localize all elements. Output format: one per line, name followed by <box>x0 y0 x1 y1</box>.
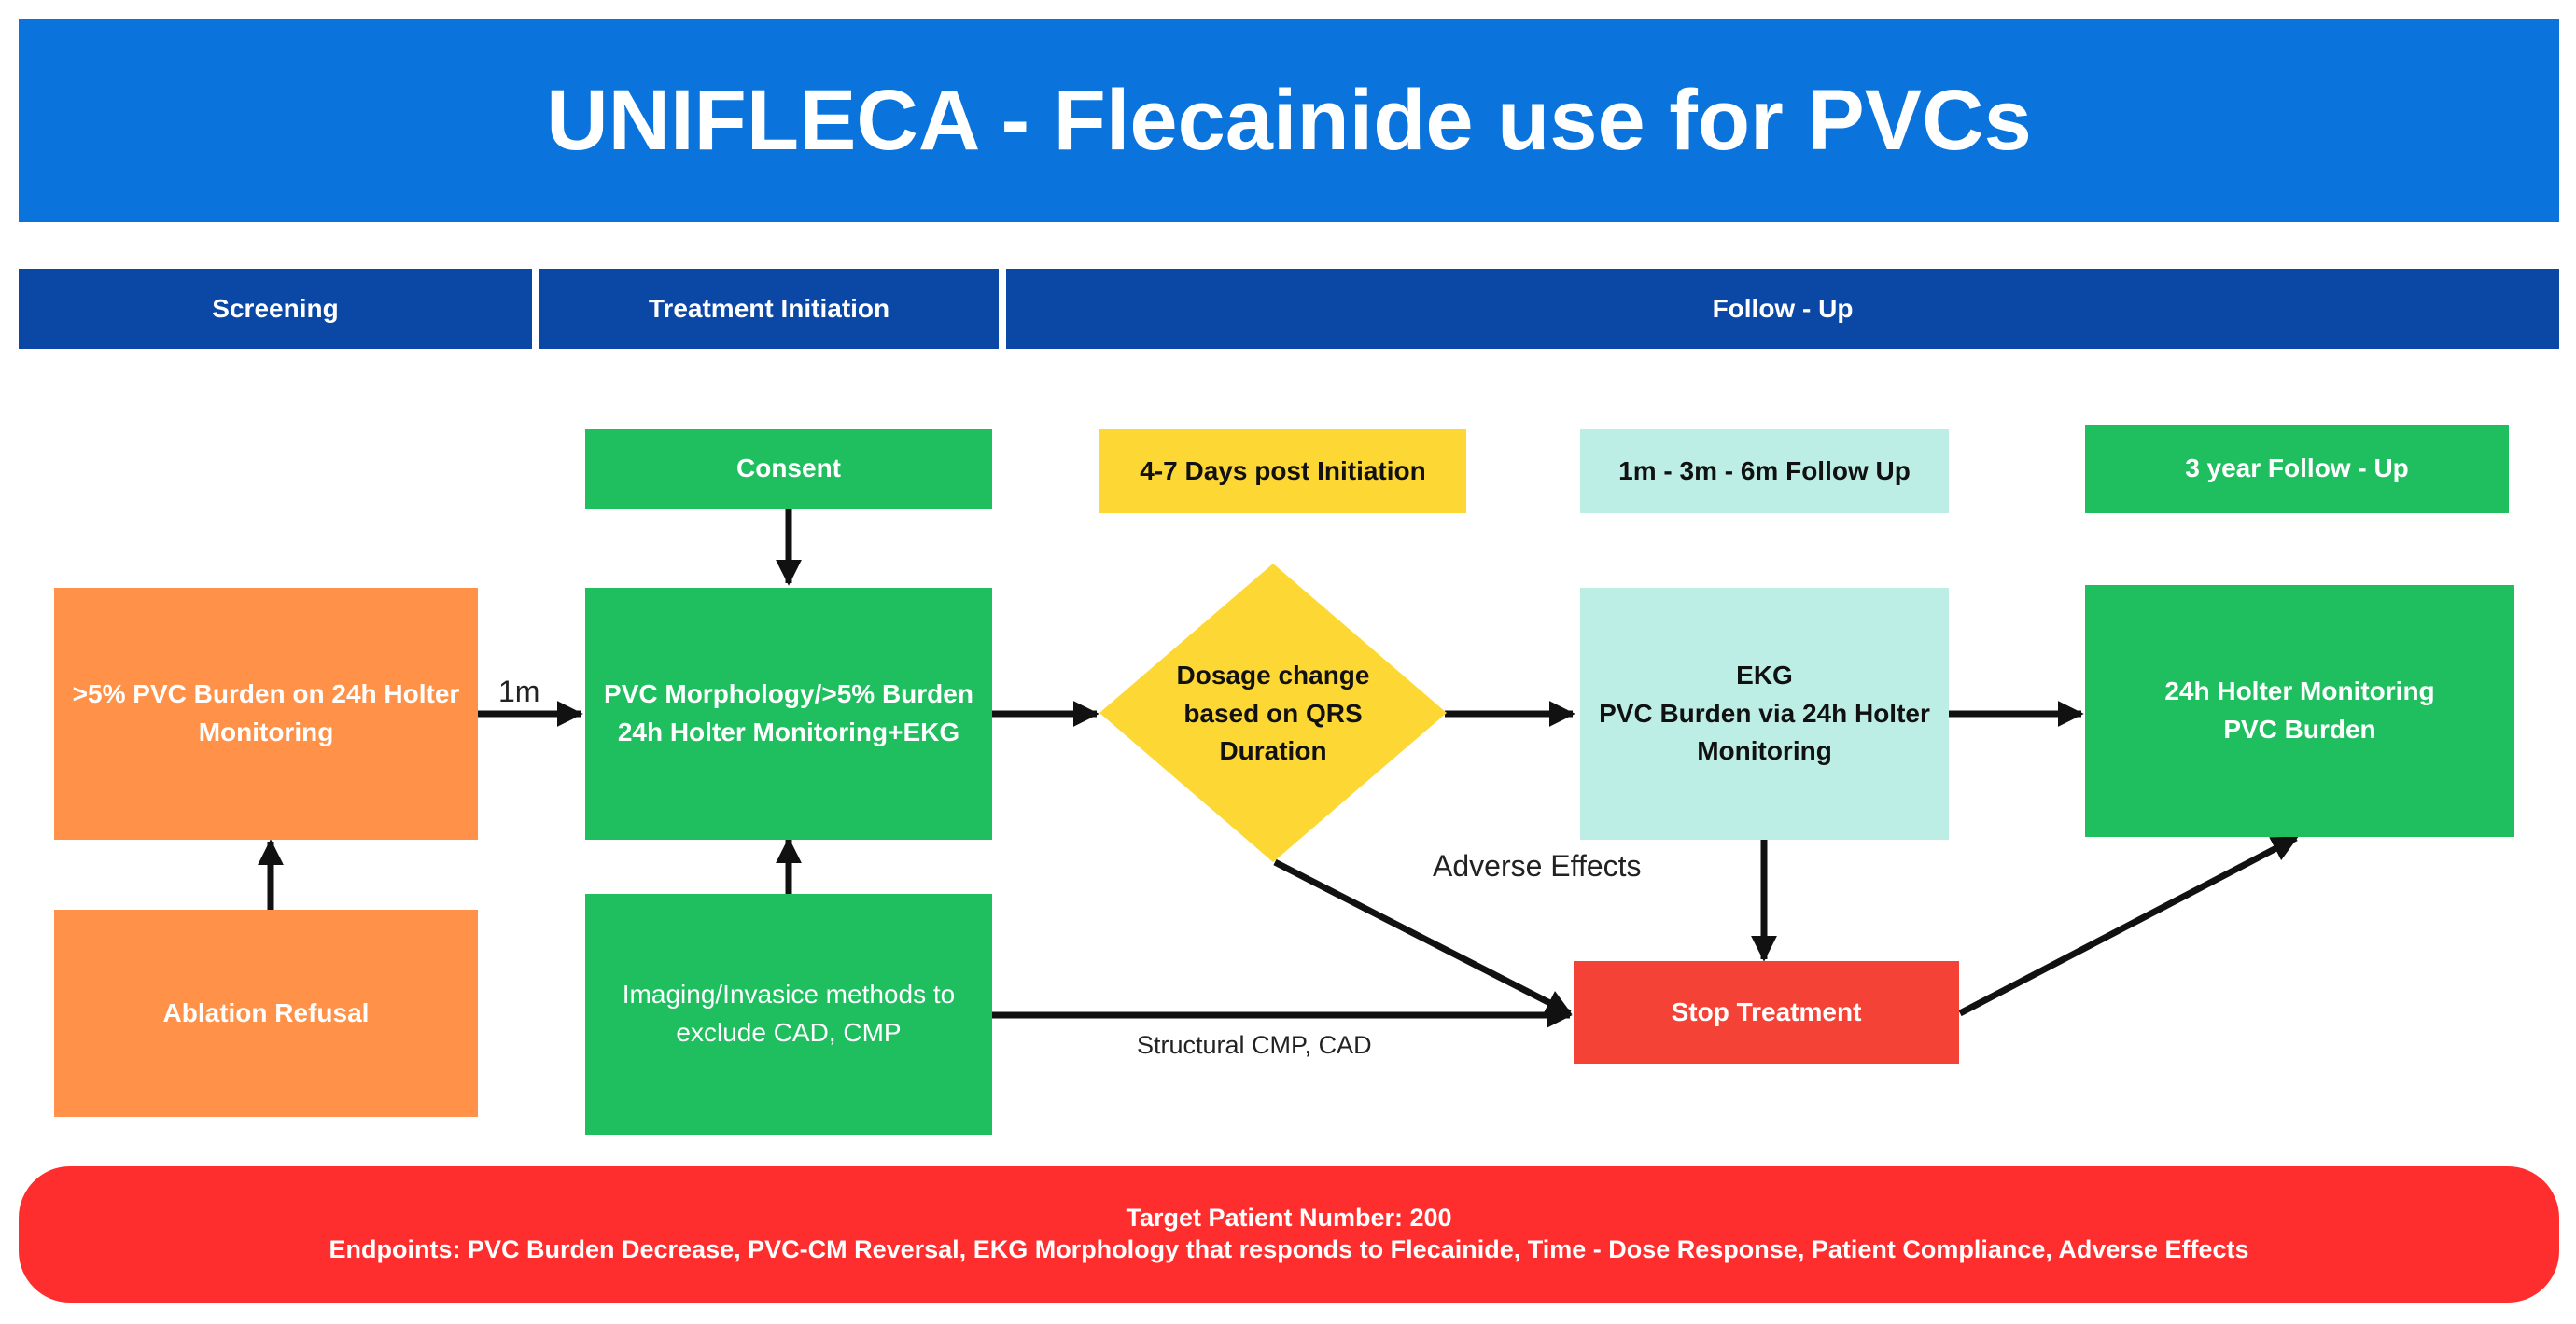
box-text-line: Imaging/Invasice methods to <box>622 980 956 1010</box>
box-text: Stop Treatment <box>1671 996 1862 1026</box>
holter-24h-box: 24h Holter Monitoring PVC Burden <box>2085 585 2514 837</box>
followup-3y-box: 3 year Follow - Up <box>2085 425 2509 513</box>
edge-label-1m: 1m <box>498 675 540 708</box>
ablation-refusal-box: Ablation Refusal <box>54 910 478 1117</box>
ekg-box: EKG PVC Burden via 24h Holter Monitoring <box>1580 588 1949 840</box>
box-text: Consent <box>736 453 841 483</box>
box-text-line: EKG <box>1736 661 1793 690</box>
box-text-line: 24h Holter Monitoring <box>2164 676 2435 706</box>
phase-treatment-initiation: Treatment Initiation <box>539 269 999 349</box>
box-text-line: Dosage change <box>1176 661 1370 690</box>
phase-follow-up: Follow - Up <box>1006 269 2559 349</box>
box-text-line: exclude CAD, CMP <box>676 1018 902 1047</box>
box-text-line: PVC Burden <box>2223 715 2376 744</box>
box-text-line: PVC Burden via 24h Holter <box>1599 698 1930 728</box>
morphology-box: PVC Morphology/>5% Burden 24h Holter Mon… <box>585 588 992 840</box>
box-text-line: Monitoring <box>1697 736 1832 766</box>
box-text-line: PVC Morphology/>5% Burden <box>604 679 973 709</box>
stop-treatment-box: Stop Treatment <box>1574 961 1959 1064</box>
box-text-line: 24h Holter Monitoring+EKG <box>617 718 960 746</box>
arrow-stop-to-holter <box>1958 834 2299 1017</box>
box-text-line: Duration <box>1219 736 1327 766</box>
box-text: 3 year Follow - Up <box>2185 453 2409 483</box>
box-text: 1m - 3m - 6m Follow Up <box>1618 455 1911 485</box>
phase-screening: Screening <box>19 269 532 349</box>
dosage-label: Dosage change based on QRS Duration <box>1148 634 1398 793</box>
imaging-box: Imaging/Invasice methods to exclude CAD,… <box>585 894 992 1135</box>
phase-label: Treatment Initiation <box>648 294 890 323</box>
phase-label: Follow - Up <box>1712 294 1854 323</box>
box-text: Ablation Refusal <box>162 997 370 1027</box>
arrow-dosage-to-stop <box>1273 858 1573 1017</box>
edge-label-structural: Structural CMP, CAD <box>1137 1031 1372 1059</box>
diagram-title: UNIFLECA - Flecainide use for PVCs <box>546 72 2032 168</box>
box-text-line: Monitoring <box>198 718 334 746</box>
endpoints-text: Endpoints: PVC Burden Decrease, PVC-CM R… <box>329 1235 2249 1263</box>
phase-label: Screening <box>212 294 339 323</box>
followup-1m-box: 1m - 3m - 6m Follow Up <box>1580 429 1949 513</box>
box-text-line: based on QRS <box>1183 698 1363 728</box>
target-patient-number: Target Patient Number: 200 <box>1126 1204 1452 1233</box>
consent-box: Consent <box>585 429 992 509</box>
pvc-burden-box: >5% PVC Burden on 24h Holter Monitoring <box>54 588 478 840</box>
dosage-diamond <box>1099 564 1447 862</box>
endpoints-banner: Target Patient Number: 200 Endpoints: PV… <box>19 1166 2559 1303</box>
box-text-line: >5% PVC Burden on 24h Holter <box>72 679 460 709</box>
days-post-box: 4-7 Days post Initiation <box>1099 429 1466 513</box>
edge-label-adverse-effects: Adverse Effects <box>1433 849 1642 883</box>
title-banner: UNIFLECA - Flecainide use for PVCs <box>19 19 2559 222</box>
box-text: 4-7 Days post Initiation <box>1140 455 1426 485</box>
